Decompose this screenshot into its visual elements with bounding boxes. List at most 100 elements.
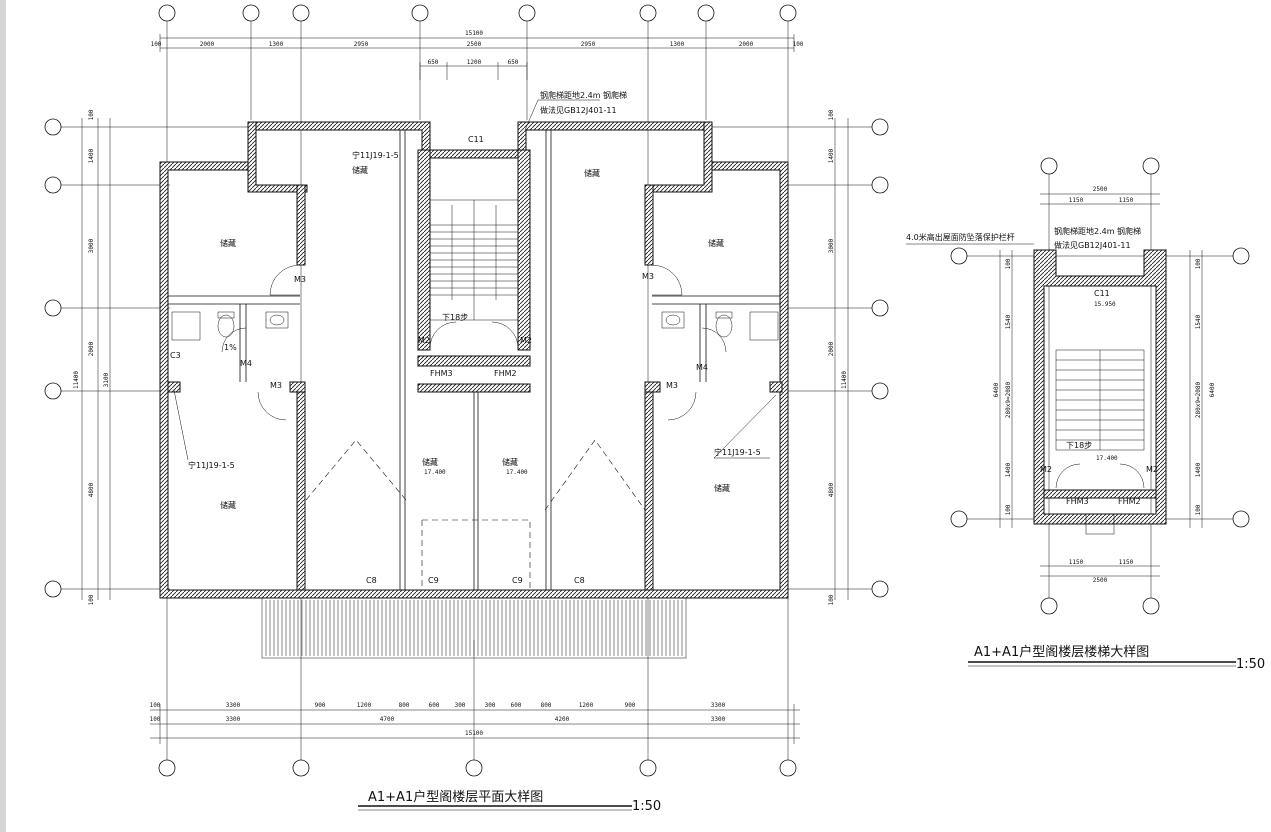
dim-label: 3000 xyxy=(828,238,835,253)
window-label: C9 xyxy=(512,576,523,585)
room-label: 储藏 xyxy=(584,168,600,178)
grid-bubble xyxy=(1040,157,1058,175)
window-label: C8 xyxy=(366,576,377,585)
wall-segment xyxy=(1085,513,1115,535)
door-label: M2 xyxy=(520,336,532,345)
stair-direction: 下18步 xyxy=(442,313,468,322)
grid-bubble xyxy=(44,299,62,317)
dim-label: 4200 xyxy=(555,716,570,723)
balcony-railing xyxy=(265,600,683,656)
plan-scale: 1:50 xyxy=(632,799,661,814)
stair-walls xyxy=(1033,249,1167,525)
wall-segment xyxy=(1043,489,1157,499)
right-dims: 100 1400 3000 2000 4800 100 11400 xyxy=(828,109,848,605)
dim-label: 300 xyxy=(485,702,496,709)
fixtures xyxy=(171,311,779,341)
grid-bubble xyxy=(44,118,62,136)
elevation-mark: 15.950 xyxy=(1094,301,1116,308)
door-label: M2 xyxy=(1146,465,1158,474)
window-label: C8 xyxy=(574,576,585,585)
dim-label: 4800 xyxy=(88,482,95,497)
grid-bubble xyxy=(871,299,889,317)
dim-label: 2000 xyxy=(200,41,215,48)
grid-bubble xyxy=(639,4,657,22)
grid-bubble xyxy=(950,247,968,265)
dim-label: 6400 xyxy=(1209,382,1216,397)
stair-right-dims: 100 1540 280x9=2080 1400 100 6400 xyxy=(1195,258,1216,515)
bottom-grid-bubbles xyxy=(158,759,797,777)
wall-segment xyxy=(247,121,308,193)
door-swings xyxy=(221,264,727,421)
dim-label: 3000 xyxy=(88,238,95,253)
wall-segment xyxy=(417,383,531,393)
plan-title: A1+A1户型阁楼层平面大样图 xyxy=(368,789,543,805)
dim-label: 4800 xyxy=(828,482,835,497)
dim-label: 1400 xyxy=(1005,462,1012,477)
wall-segment xyxy=(167,381,181,393)
dim-label: 100 xyxy=(150,716,161,723)
door-label: M2 xyxy=(418,336,430,345)
dim-label: 1300 xyxy=(269,41,284,48)
left-dims: 100 1400 3000 2000 3100 4800 100 11400 xyxy=(73,109,110,605)
elevation-mark: 17.400 xyxy=(424,469,446,476)
wall-segment xyxy=(644,389,654,591)
annotations: 钢爬梯距地2.4m 钢爬梯 做法见GB12J401-11 宁11J19-1-5 … xyxy=(173,90,777,476)
dim-label: 1150 xyxy=(1119,559,1134,566)
room-label: 储藏 xyxy=(220,238,236,248)
dim-label: 2500 xyxy=(1093,186,1108,193)
door-label: FHM3 xyxy=(430,369,453,378)
window-label: C9 xyxy=(428,576,439,585)
elevation-mark: 17.400 xyxy=(506,469,528,476)
stair-direction: 下18步 xyxy=(1066,441,1092,450)
grid-bubble xyxy=(779,4,797,22)
dim-label: 900 xyxy=(625,702,636,709)
grid-bubble xyxy=(292,4,310,22)
door-label: M3 xyxy=(294,275,306,284)
stair-detail: 2500 1150 1150 1150 1150 2500 100 1540 2… xyxy=(906,157,1265,672)
dim-label: 100 xyxy=(88,594,95,605)
roof-outline xyxy=(305,439,646,590)
elevation-mark: 17.400 xyxy=(1096,455,1118,462)
grid-bubble xyxy=(1232,247,1250,265)
dim-label: 2000 xyxy=(739,41,754,48)
door-label: M3 xyxy=(642,272,654,281)
dim-label: 2950 xyxy=(354,41,369,48)
stair-title: A1+A1户型阁楼层楼梯大样图 xyxy=(974,644,1149,660)
ladder-note: 钢爬梯距地2.4m 钢爬梯 xyxy=(540,90,627,100)
grid-bubble xyxy=(871,580,889,598)
dim-label: 3300 xyxy=(711,702,726,709)
dim-label: 1150 xyxy=(1069,197,1084,204)
grid-bubble xyxy=(292,759,310,777)
dim-label: 2950 xyxy=(581,41,596,48)
leader-line xyxy=(713,394,777,459)
wall-segment xyxy=(517,149,531,351)
dim-label: 280x9=2080 xyxy=(1195,382,1202,419)
dim-label: 1150 xyxy=(1069,559,1084,566)
dim-label: 1400 xyxy=(1195,462,1202,477)
grid-bubble xyxy=(411,4,429,22)
dim-label: 100 xyxy=(88,109,95,120)
dim-label: 4700 xyxy=(380,716,395,723)
dim-label: 2000 xyxy=(88,341,95,356)
door-label: FHM2 xyxy=(1118,497,1141,506)
door-label: M2 xyxy=(1040,465,1052,474)
room-label: 储藏 xyxy=(714,483,730,493)
dim-label: 300 xyxy=(455,702,466,709)
dim-label: 100 xyxy=(828,109,835,120)
dim-total-bottom: 15100 xyxy=(465,730,483,737)
room-label: 储藏 xyxy=(502,457,518,467)
grid-bubble xyxy=(871,176,889,194)
grid-bubble xyxy=(1232,510,1250,528)
stair xyxy=(429,199,519,321)
dim-label: 3100 xyxy=(103,372,110,387)
grid-bubble xyxy=(950,510,968,528)
partitions xyxy=(168,130,780,590)
stair-left-dims: 100 1540 280x9=2080 1400 100 6400 xyxy=(993,258,1012,515)
room-label: 储藏 xyxy=(220,500,236,510)
dim-label: 100 xyxy=(828,594,835,605)
exterior-walls xyxy=(159,121,789,599)
dim-label: 800 xyxy=(541,702,552,709)
wall-segment xyxy=(645,121,713,193)
detail-ref: 宁11J19-1-5 xyxy=(352,150,399,160)
